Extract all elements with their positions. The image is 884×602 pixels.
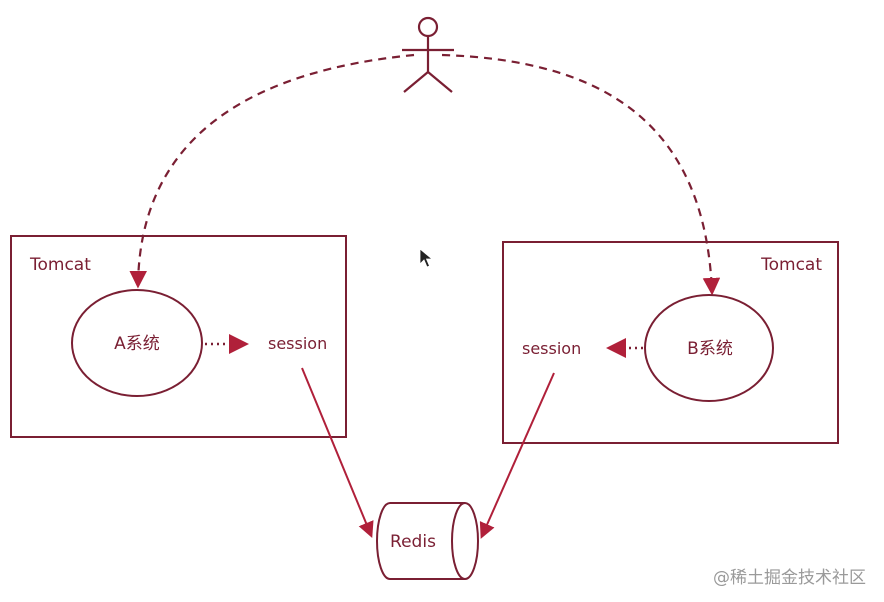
session-right-to-redis-arrow (479, 372, 555, 539)
user-to-b-arrow (441, 53, 721, 296)
system-b-node (644, 294, 774, 402)
user-to-a-arrow (129, 53, 415, 289)
cursor-icon (419, 248, 434, 268)
tomcat-box-right (502, 241, 839, 444)
user-icon (402, 16, 454, 93)
system-b-label: B系统 (687, 339, 733, 359)
session-label-left: session (268, 334, 327, 353)
session-left-to-redis-arrow (301, 367, 374, 538)
system-a-label: A系统 (114, 334, 160, 354)
redis-cylinder (376, 502, 479, 580)
tomcat-label-right: Tomcat (760, 255, 822, 275)
tomcat-box-left (10, 235, 347, 438)
tomcat-label-left: Tomcat (29, 255, 91, 275)
redis-label: Redis (390, 532, 436, 552)
system-a-node (71, 289, 203, 397)
watermark-text: @稀土掘金技术社区 (713, 568, 866, 588)
session-label-right: session (522, 339, 581, 358)
